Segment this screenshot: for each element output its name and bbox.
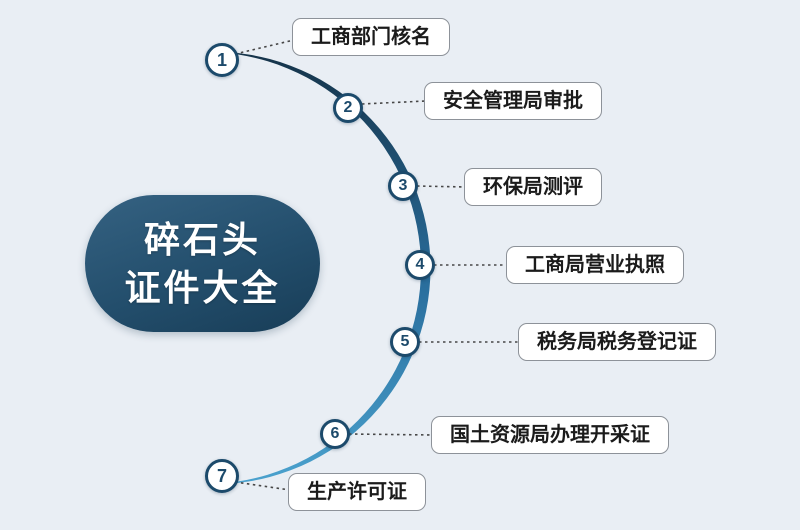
connector-line-2 [361, 100, 427, 105]
step-label-4: 工商局营业执照 [506, 246, 684, 284]
connector-line-3 [416, 185, 467, 188]
step-marker-5: 5 [390, 327, 420, 357]
connector-line-6 [348, 433, 434, 436]
step-label-5: 税务局税务登记证 [518, 323, 716, 361]
connector-line-1 [234, 39, 295, 55]
badge-title-line2: 证件大全 [124, 266, 281, 308]
connector-line-7 [234, 481, 291, 491]
step-marker-7: 7 [205, 459, 239, 493]
step-label-6: 国土资源局办理开采证 [431, 416, 669, 454]
step-marker-2: 2 [333, 93, 363, 123]
step-label-2: 安全管理局审批 [424, 82, 602, 120]
center-badge: 碎石头 证件大全 [85, 195, 320, 332]
badge-title-line1: 碎石头 [143, 218, 261, 260]
step-label-3: 环保局测评 [464, 168, 602, 206]
step-marker-6: 6 [320, 419, 350, 449]
step-marker-4: 4 [405, 250, 435, 280]
step-label-7: 生产许可证 [288, 473, 426, 511]
step-marker-3: 3 [388, 171, 418, 201]
step-marker-1: 1 [205, 43, 239, 77]
step-label-1: 工商部门核名 [292, 18, 450, 56]
